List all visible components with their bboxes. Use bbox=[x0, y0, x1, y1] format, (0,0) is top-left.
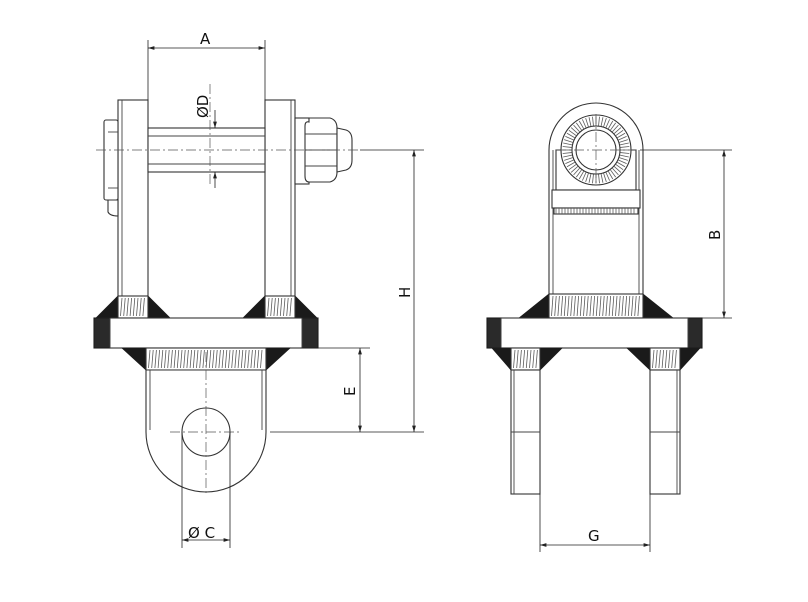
side-base-plate bbox=[486, 317, 703, 349]
bushing-weld-plate bbox=[551, 189, 641, 209]
right-side-plate bbox=[264, 99, 296, 301]
dim-label-e: E bbox=[341, 387, 359, 396]
side-upper-weld bbox=[517, 293, 675, 319]
side-view bbox=[486, 102, 703, 495]
dim-label-a: A bbox=[200, 30, 211, 48]
upper-weld-left bbox=[95, 295, 171, 319]
center-lines bbox=[96, 84, 636, 496]
hex-nut bbox=[294, 117, 353, 185]
dim-label-d: ØD bbox=[194, 95, 212, 118]
dim-label-g: G bbox=[588, 527, 600, 545]
dimension-lines bbox=[147, 40, 732, 552]
dim-label-c: Ø C bbox=[188, 524, 215, 542]
base-plate bbox=[93, 317, 319, 349]
weld-bead-hatching bbox=[120, 295, 677, 369]
upper-weld-right bbox=[242, 295, 318, 319]
side-lower-weld-right bbox=[626, 347, 701, 372]
dim-label-b: B bbox=[706, 230, 724, 240]
left-side-plate bbox=[117, 99, 149, 301]
front-view bbox=[93, 99, 353, 493]
dim-label-h: H bbox=[396, 287, 414, 298]
